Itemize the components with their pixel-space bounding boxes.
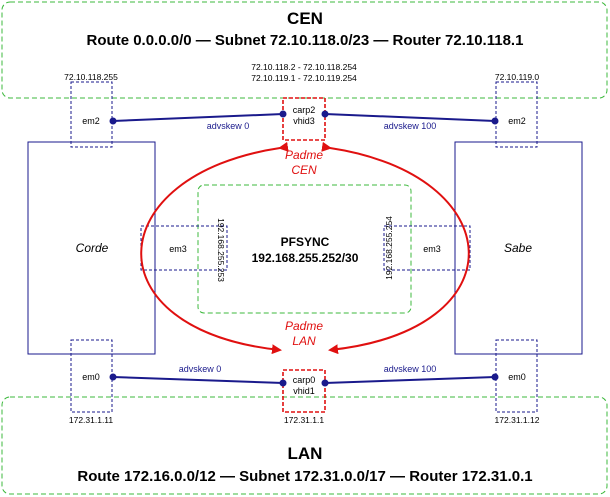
lan-right-link [324, 376, 496, 384]
cen-left-dot [109, 117, 117, 125]
lan-right-link-label: advskew 100 [384, 364, 437, 374]
cen-route-line: Route 0.0.0.0/0 — Subnet 72.10.118.0/23 … [87, 32, 524, 49]
padme-right-arc [321, 141, 470, 355]
cen-right-dot [491, 117, 499, 125]
carp0-name: carp0 [293, 375, 316, 385]
cen-left-link [112, 113, 284, 122]
padme-cen-label-2: CEN [291, 163, 317, 177]
padme-left-arc [140, 141, 289, 355]
sabe-em0-label: em0 [508, 372, 526, 382]
lan-network-box [1, 396, 608, 495]
pfsync-title: PFSYNC [281, 235, 330, 249]
lan-carp-left-dot [279, 379, 287, 387]
cen-right-link-label: advskew 100 [384, 121, 437, 131]
sabe-em2-label: em2 [508, 116, 526, 126]
lan-right-dot [491, 373, 499, 381]
pfsync-right-ip: 192.168.255.254 [384, 216, 394, 280]
lan-left-ip: 172.31.1.11 [69, 415, 114, 425]
lan-title: LAN [288, 444, 323, 463]
carp2-box [282, 97, 326, 141]
padme-lan-label-2: LAN [292, 334, 316, 348]
corde-em2-box [70, 81, 113, 148]
pfsync-subnet: 192.168.255.252/30 [252, 251, 359, 265]
lan-left-link [112, 376, 284, 384]
cen-left-ip: 72.10.118.255 [64, 72, 118, 82]
host-corde-label: Corde [76, 241, 109, 255]
pfsync-network-box [197, 184, 412, 314]
pfsync-left-ip: 192.168.255.253 [216, 218, 226, 282]
padme-cen-label-1: Padme [285, 148, 323, 162]
cen-right-link [324, 113, 496, 122]
cen-right-ip: 72.10.119.0 [495, 72, 540, 82]
carp0-vhid: vhid1 [293, 386, 315, 396]
cen-title: CEN [287, 9, 323, 28]
sabe-em2-box [495, 81, 538, 148]
cen-left-link-label: advskew 0 [207, 121, 250, 131]
lan-route-line: Route 172.16.0.0/12 — Subnet 172.31.0.0/… [77, 468, 532, 485]
carp2-name: carp2 [293, 105, 316, 115]
cen-carp-ip-range-2: 72.10.119.1 - 72.10.119.254 [251, 73, 357, 83]
corde-em3-label: em3 [169, 244, 187, 254]
sabe-em3-box [383, 225, 471, 271]
lan-right-ip: 172.31.1.12 [495, 415, 540, 425]
host-sabe-box [454, 141, 583, 355]
corde-em2-label: em2 [82, 116, 100, 126]
carp2-vhid: vhid3 [293, 116, 315, 126]
lan-left-dot [109, 373, 117, 381]
carp0-box [282, 369, 326, 413]
cen-carp-ip-range-1: 72.10.118.2 - 72.10.118.254 [251, 62, 357, 72]
lan-carp-ip: 172.31.1.1 [284, 415, 324, 425]
sabe-em3-label: em3 [423, 244, 441, 254]
host-sabe-label: Sabe [504, 241, 532, 255]
lan-carp-right-dot [321, 379, 329, 387]
padme-lan-label-1: Padme [285, 319, 323, 333]
cen-carp-right-dot [321, 110, 329, 118]
cen-carp-left-dot [279, 110, 287, 118]
corde-em0-label: em0 [82, 372, 100, 382]
host-corde-box [27, 141, 156, 355]
lan-left-link-label: advskew 0 [179, 364, 222, 374]
